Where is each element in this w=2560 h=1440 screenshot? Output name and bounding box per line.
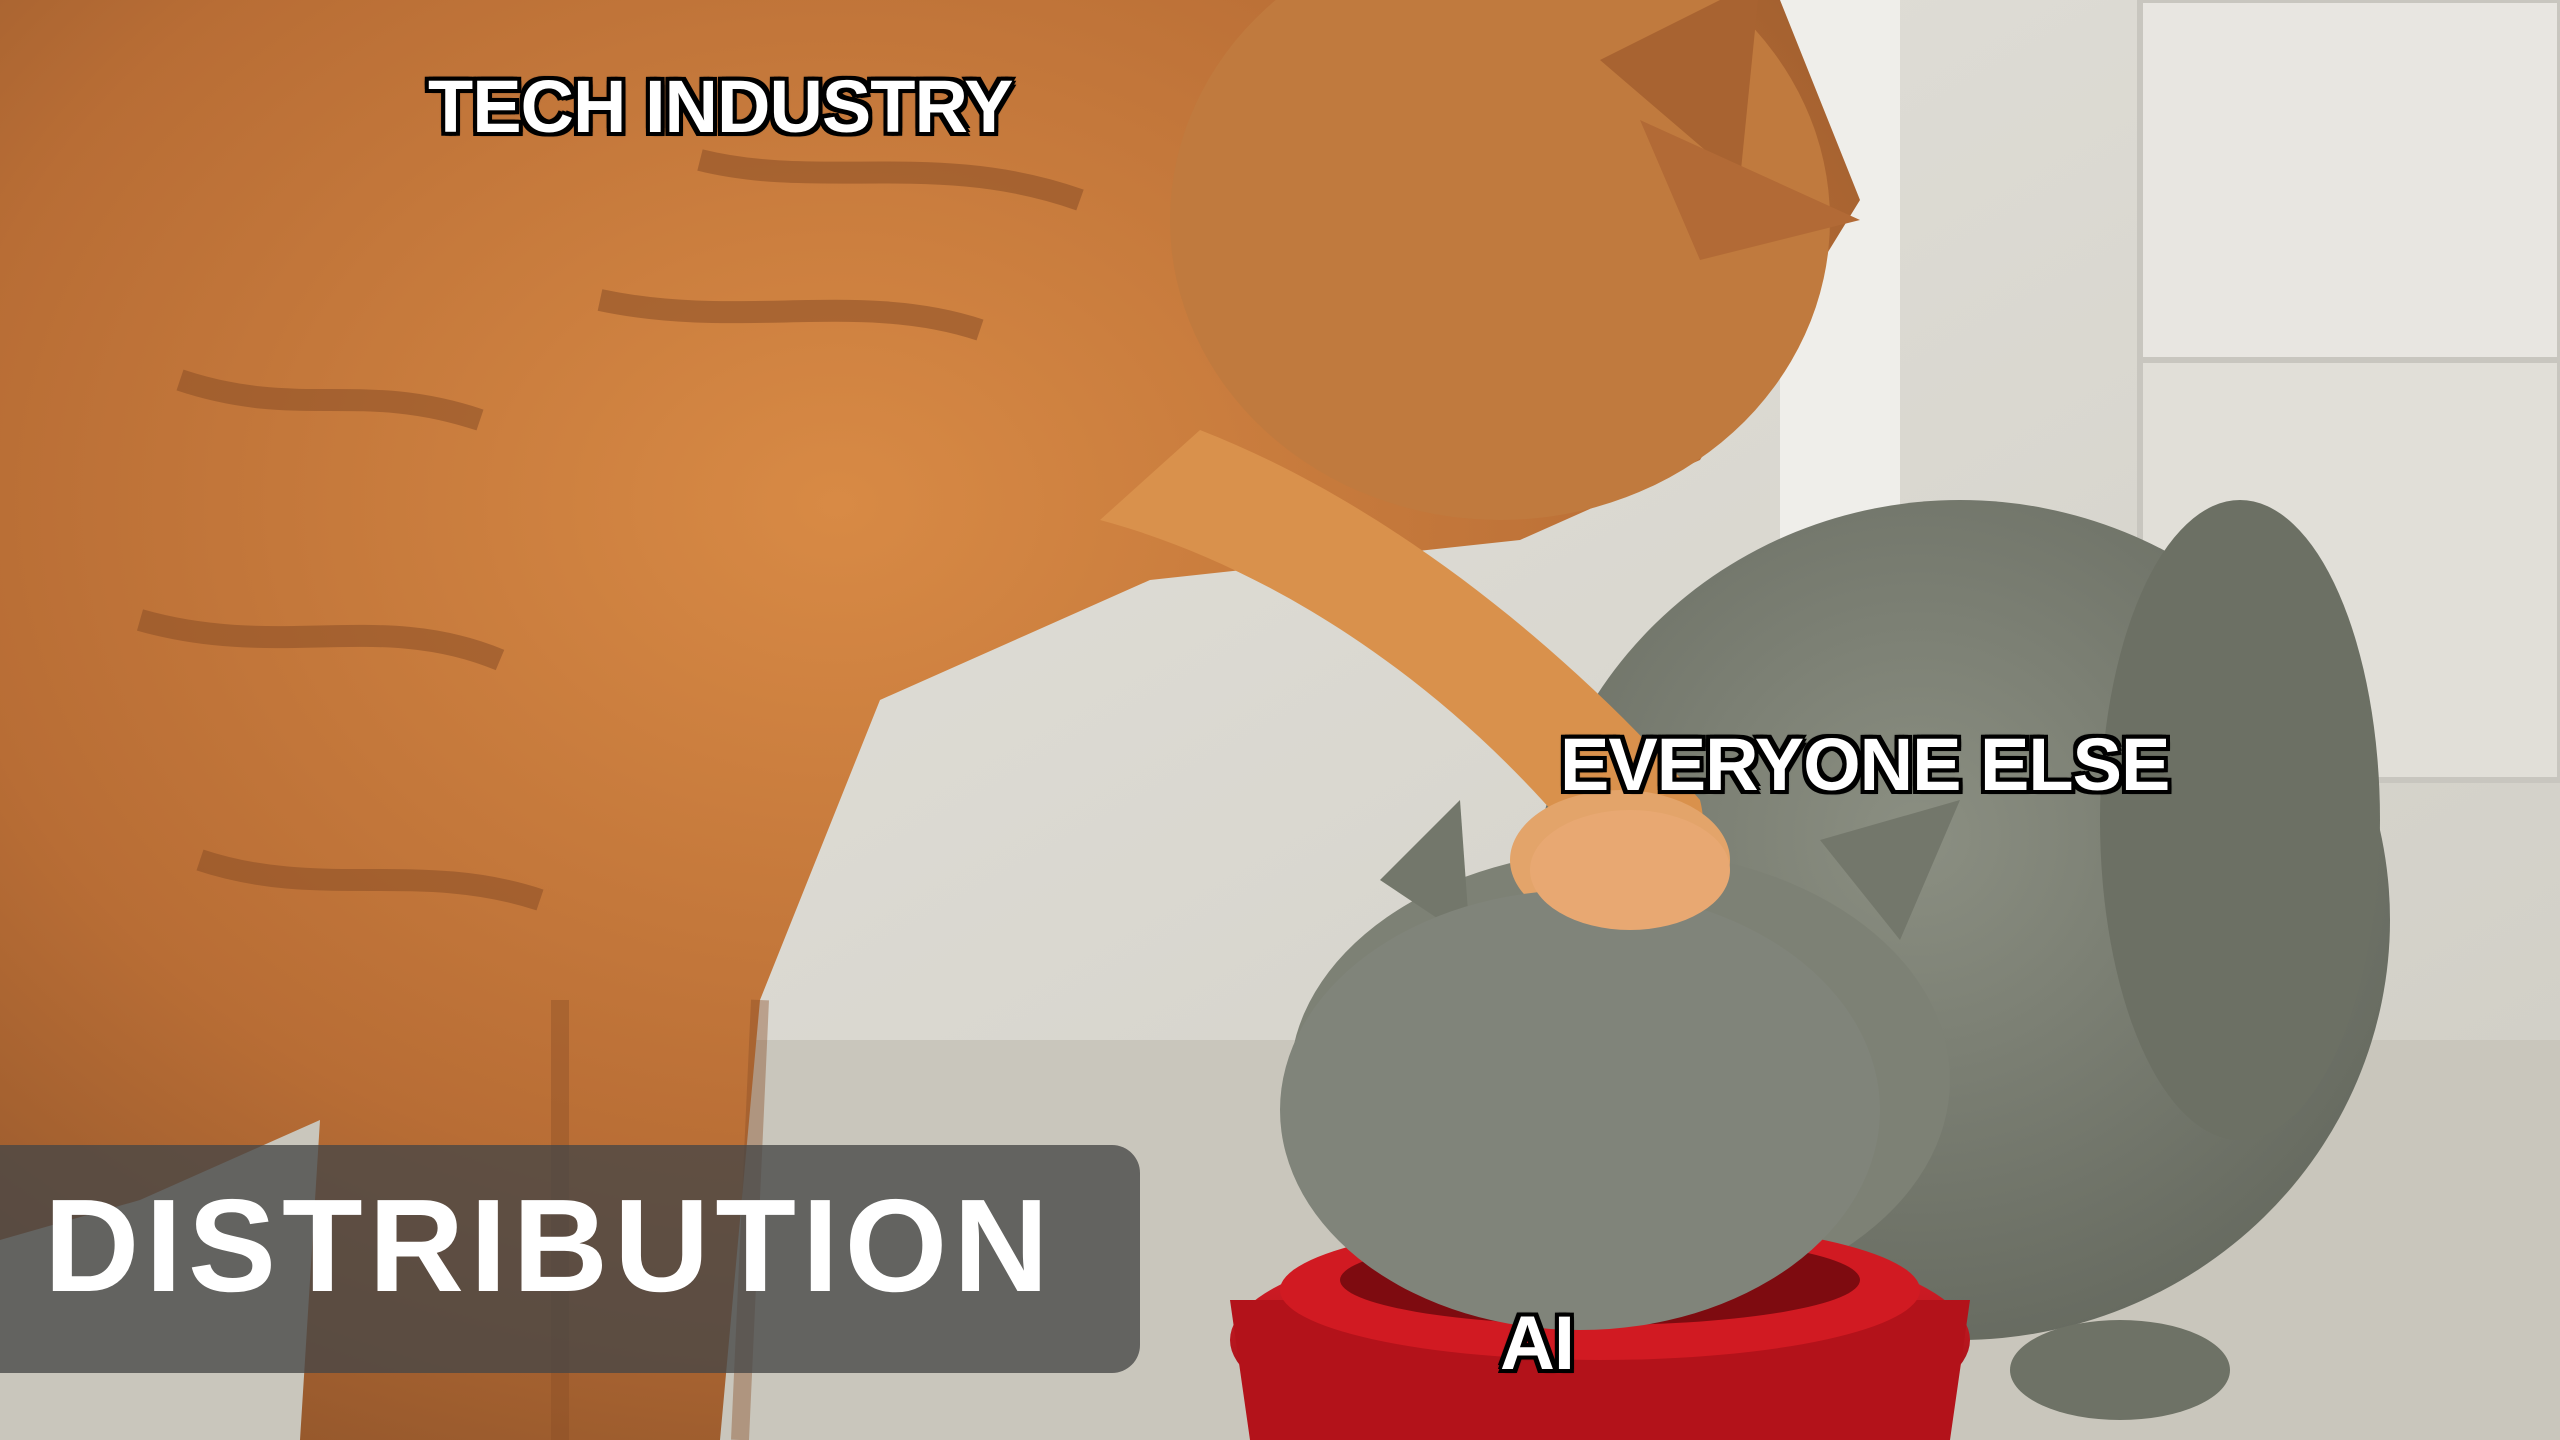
orange-paw bbox=[1530, 810, 1730, 930]
label-tech-industry: TECH INDUSTRY bbox=[428, 65, 1013, 148]
wall-tile-right bbox=[2137, 0, 2560, 363]
gray-cat-head bbox=[1280, 890, 1880, 1330]
caption-banner bbox=[0, 1145, 1140, 1373]
label-everyone-else: EVERYONE ELSE bbox=[1560, 723, 2170, 806]
label-ai: AI bbox=[1500, 1301, 1575, 1386]
caption-banner-text: DISTRIBUTION bbox=[44, 1172, 1055, 1319]
orange-cat bbox=[0, 0, 1860, 1440]
